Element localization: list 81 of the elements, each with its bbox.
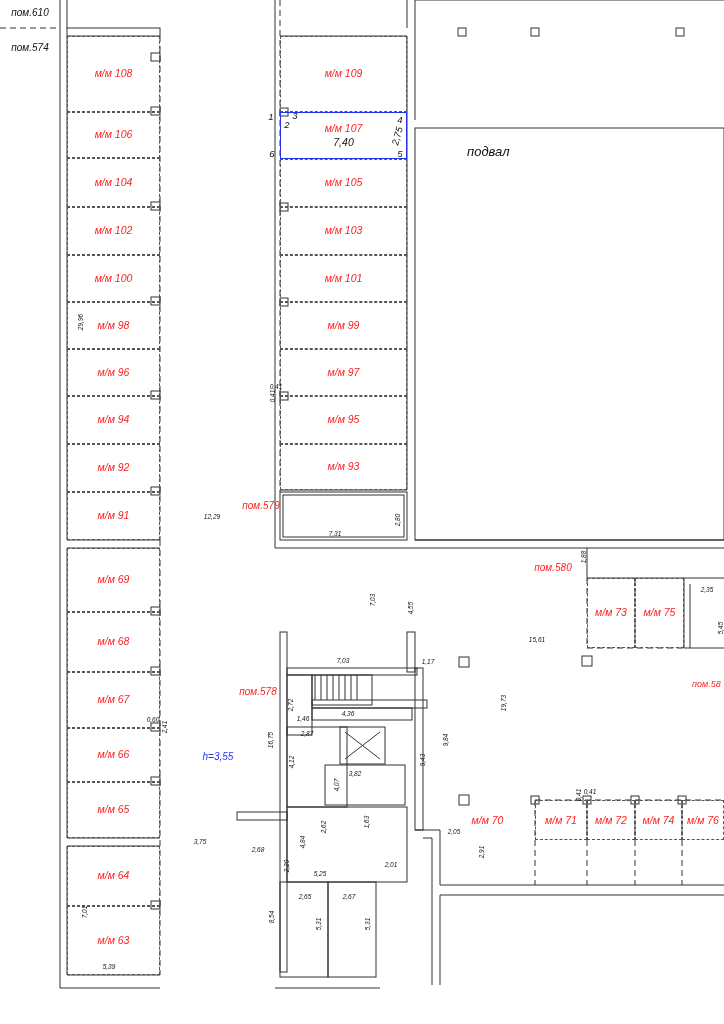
parking-space — [67, 906, 160, 975]
space-number: м/м 67 — [97, 693, 130, 707]
parking-space — [67, 36, 160, 112]
space-number: м/м 76 — [687, 814, 719, 828]
corner-number: 3 — [292, 109, 298, 121]
space-number: м/м 72 — [595, 814, 627, 828]
dimension-text: 7,40 — [333, 135, 354, 150]
parking-space — [280, 302, 407, 349]
parking-space — [67, 302, 160, 349]
parking-space — [587, 800, 635, 840]
corner-number: 2 — [284, 118, 290, 130]
space-number: м/м 106 — [94, 128, 133, 142]
space-number: м/м 104 — [94, 175, 133, 190]
space-number: м/м 109 — [324, 67, 363, 81]
room-label: пом.58 — [692, 679, 721, 689]
space-number: м/м 95 — [327, 413, 360, 427]
space-number: м/м 98 — [97, 318, 130, 333]
parking-space — [280, 159, 407, 207]
space-number: м/м 70 — [471, 814, 504, 828]
parking-space — [280, 255, 407, 302]
parking-space — [67, 255, 160, 302]
parking-space — [67, 207, 160, 255]
space-number: м/м 71 — [545, 814, 577, 828]
corner-number: 6 — [269, 147, 275, 159]
space-number: м/м 97 — [327, 365, 360, 380]
space-number: м/м 74 — [642, 814, 675, 828]
parking-space — [535, 800, 587, 840]
parking-space — [67, 612, 160, 672]
space-number: м/м 63 — [97, 933, 130, 948]
parking-space — [67, 492, 160, 540]
space-number: м/м 100 — [94, 271, 133, 286]
room-label: пом.579 — [242, 499, 280, 511]
parking-space — [67, 672, 160, 728]
space-number: м/м 105 — [324, 176, 363, 190]
space-number: м/м 75 — [643, 606, 676, 620]
parking-space — [67, 444, 160, 492]
parking-space — [280, 207, 407, 255]
space-number: м/м 91 — [97, 509, 130, 523]
corner-number: 4 — [397, 113, 403, 125]
parking-space — [280, 444, 407, 490]
parking-space — [67, 782, 160, 838]
parking-space — [67, 846, 160, 906]
room-label: пом.574 — [11, 41, 49, 53]
corner-number: 5 — [397, 147, 403, 159]
parking-space — [280, 396, 407, 444]
space-number: м/м 102 — [94, 224, 133, 238]
space-number: м/м 73 — [595, 606, 627, 620]
space-number: м/м 68 — [97, 635, 130, 649]
room-label: пом.578 — [239, 685, 277, 697]
parking-space — [280, 349, 407, 396]
space-number: м/м 69 — [97, 573, 130, 587]
space-number: м/м 103 — [324, 224, 363, 238]
parking-space — [67, 158, 160, 207]
parking-space — [635, 800, 682, 840]
parking-space — [635, 578, 684, 648]
space-number: м/м 92 — [97, 461, 130, 475]
parking-space — [67, 548, 160, 612]
parking-space — [67, 112, 160, 158]
parking-space — [280, 36, 407, 112]
space-number: м/м 96 — [97, 365, 130, 380]
height-note: h=3,55 — [202, 750, 234, 762]
highlighted-parking-space — [280, 112, 407, 159]
corner-number: 2,75 — [389, 125, 405, 147]
space-number: м/м 65 — [97, 803, 130, 817]
space-number: м/м 66 — [97, 748, 130, 762]
parking-space — [67, 396, 160, 444]
corner-number: 1 — [268, 110, 274, 122]
space-number: м/м 101 — [324, 271, 363, 286]
space-number: м/м 93 — [327, 460, 360, 474]
parking-space — [67, 728, 160, 782]
area-label: подвал — [467, 144, 510, 161]
room-label: пом.610 — [11, 6, 49, 18]
space-number: м/м 99 — [327, 318, 360, 333]
room-label: пом.580 — [534, 561, 572, 573]
space-number: м/м 108 — [94, 67, 133, 81]
parking-space — [587, 578, 635, 648]
space-number: м/м 64 — [97, 869, 130, 883]
space-number: м/м 94 — [97, 413, 130, 427]
space-number: м/м 107 — [324, 121, 363, 136]
parking-space — [67, 349, 160, 396]
parking-space — [682, 800, 724, 840]
